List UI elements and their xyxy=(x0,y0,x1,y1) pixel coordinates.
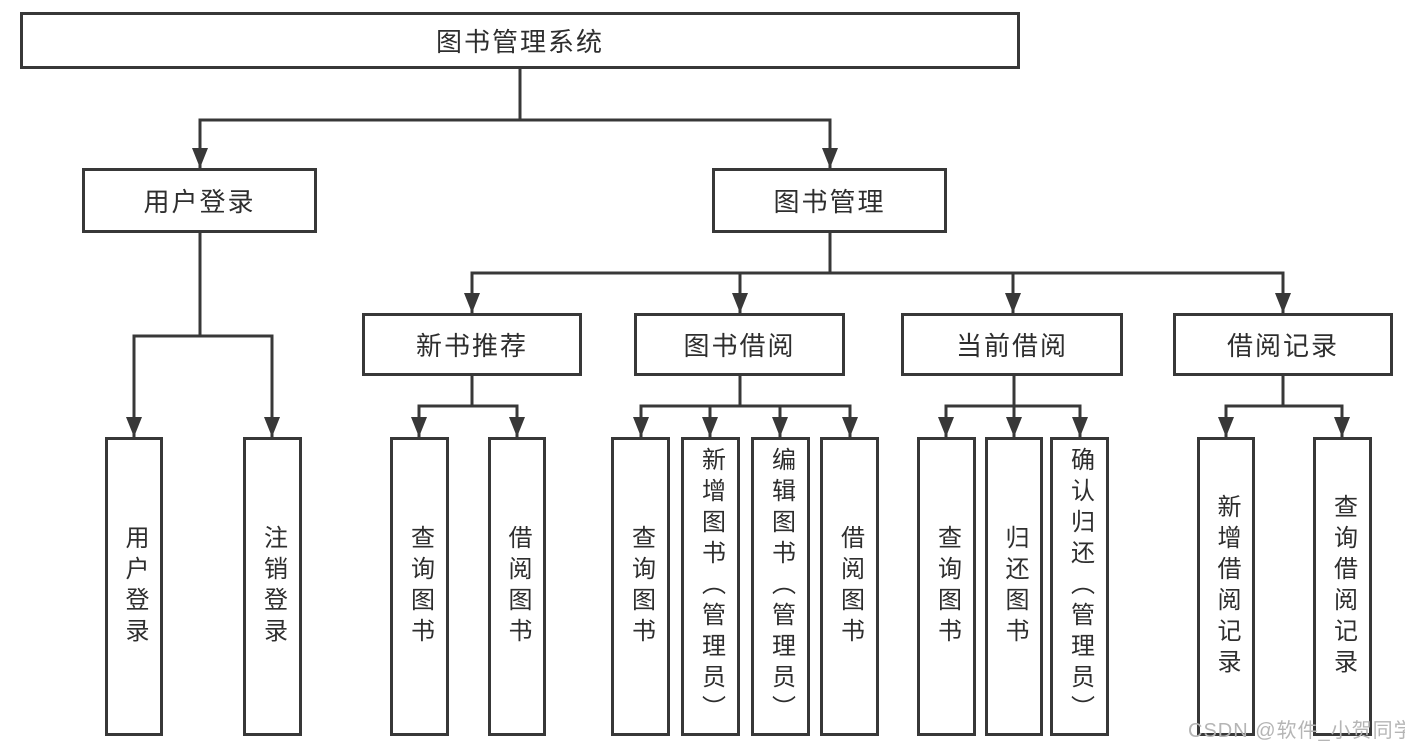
arrowhead-icon xyxy=(842,417,858,437)
node-new-book-recommend: 新书推荐 xyxy=(362,313,582,376)
leaf-add-borrow-record: 新增借阅记录 xyxy=(1197,437,1255,736)
connector-new-book-fork xyxy=(417,404,519,437)
watermark: CSDN @软件_小贺同学 xyxy=(1188,720,1405,742)
arrowhead-icon xyxy=(772,417,788,437)
arrowhead-icon xyxy=(633,417,649,437)
arrowhead-icon xyxy=(411,417,427,437)
node-book-management: 图书管理 xyxy=(712,168,947,233)
connector-book-borrow-fork xyxy=(639,404,852,437)
leaf-edit-books-admin: 编辑图书（管理员） xyxy=(751,437,810,736)
arrowhead-icon xyxy=(264,417,280,437)
leaf-borrow-books-new-book: 借阅图书 xyxy=(488,437,546,736)
node-current-borrow: 当前借阅 xyxy=(901,313,1123,376)
leaf-logout: 注销登录 xyxy=(243,437,302,736)
arrowhead-icon xyxy=(1072,417,1088,437)
connector-level3-fork xyxy=(470,271,1285,313)
leaf-add-books-admin: 新增图书（管理员） xyxy=(681,437,740,736)
connector-user-login-fork xyxy=(132,334,274,437)
leaf-query-books-new-book: 查询图书 xyxy=(390,437,449,736)
node-user-login: 用户登录 xyxy=(82,168,317,233)
node-book-borrow: 图书借阅 xyxy=(634,313,845,376)
leaf-query-borrow-record: 查询借阅记录 xyxy=(1313,437,1372,736)
arrowhead-icon xyxy=(509,417,525,437)
leaf-query-books-borrow: 查询图书 xyxy=(611,437,670,736)
leaf-return-books: 归还图书 xyxy=(985,437,1043,736)
arrowhead-icon xyxy=(1275,293,1291,313)
node-borrow-records: 借阅记录 xyxy=(1173,313,1393,376)
connector-borrow-records-fork xyxy=(1224,404,1344,437)
leaf-borrow-books: 借阅图书 xyxy=(820,437,879,736)
leaf-confirm-return-admin: 确认归还（管理员） xyxy=(1050,437,1109,736)
connector-root-fork xyxy=(198,118,832,168)
arrowhead-icon xyxy=(126,417,142,437)
arrowhead-icon xyxy=(702,417,718,437)
arrowhead-icon xyxy=(1334,417,1350,437)
arrowhead-icon xyxy=(1218,417,1234,437)
leaf-user-login: 用户登录 xyxy=(105,437,163,736)
leaf-query-books-current: 查询图书 xyxy=(917,437,976,736)
arrowhead-icon xyxy=(822,148,838,168)
arrowhead-icon xyxy=(732,293,748,313)
arrowhead-icon xyxy=(938,417,954,437)
node-library-management-system: 图书管理系统 xyxy=(20,12,1020,69)
arrowhead-icon xyxy=(464,293,480,313)
arrowhead-icon xyxy=(192,148,208,168)
arrowhead-icon xyxy=(1005,293,1021,313)
arrowhead-icon xyxy=(1006,417,1022,437)
